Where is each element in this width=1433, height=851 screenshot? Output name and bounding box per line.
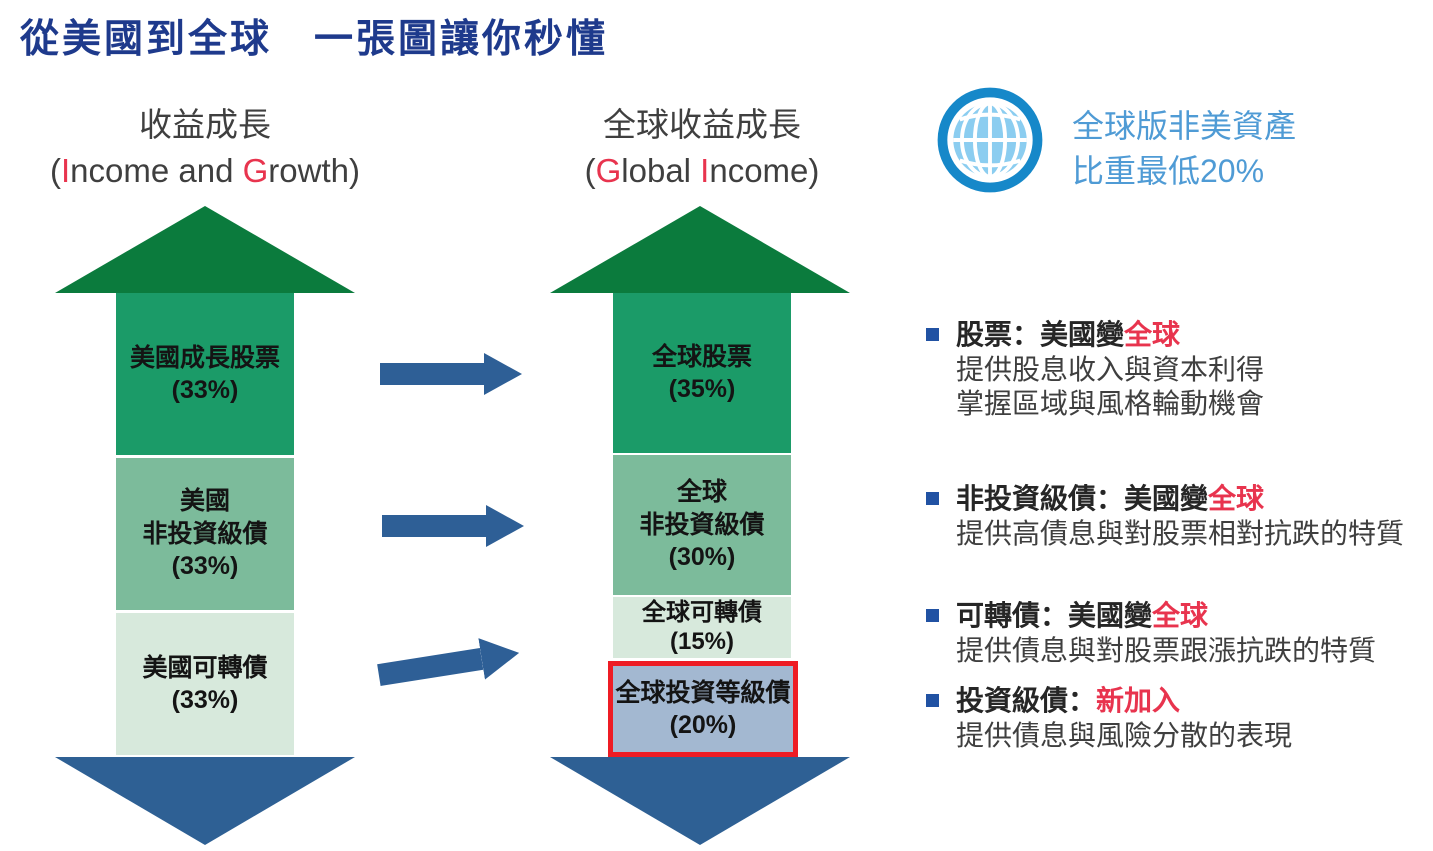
note-desc: 掌握區域與風格輪動機會 [956,388,1265,420]
right-segment-global-convertibles: 全球可轉債 (15%) [613,597,791,658]
note-title: 投資級債：新加入 [956,685,1181,716]
left-segment-us-growth-stocks: 美國成長股票 (33%) [116,293,294,455]
note-title: 非投資級債：美國變全球 [956,483,1265,514]
right-column-title: 全球收益成長 [603,106,801,143]
right-segment-global-stocks: 全球股票 (35%) [613,293,791,453]
bullet-square-icon [926,328,939,341]
right-column-header: 全球收益成長 (Global Income) [492,102,912,193]
note-desc: 提供債息與對股票跟漲抗跌的特質 [956,634,1377,666]
bullet-square-icon [926,694,939,707]
left-up-arrow [55,206,355,293]
arrow-head-icon [484,353,522,395]
note-desc: 提供股息收入與資本利得 [956,353,1265,385]
transition-arrow-convertibles [376,632,523,696]
left-segment-us-convertibles: 美國可轉債 (33%) [116,613,294,755]
bullet-square-icon [926,609,939,622]
right-down-arrow [550,757,850,845]
right-segment-global-high-yield: 全球 非投資級債 (30%) [613,455,791,595]
global-asset-note-line2: 比重最低20% [1072,153,1265,190]
note-investment-grade: 投資級債：新加入 提供債息與風險分散的表現 [926,684,1431,753]
left-column-title: 收益成長 [139,106,271,143]
note-title: 可轉債：美國變全球 [956,600,1209,631]
globe-icon [936,86,1044,194]
transition-arrow-stocks [380,353,522,395]
global-asset-note-line1: 全球版非美資產 [1072,108,1297,144]
note-stocks: 股票：美國變全球 提供股息收入與資本利得 掌握區域與風格輪動機會 [926,318,1431,422]
note-title: 股票：美國變全球 [956,319,1181,350]
left-column-header: 收益成長 (Income and Growth) [0,102,415,193]
left-column-subtitle: (Income and Growth) [50,151,360,189]
transition-arrow-high-yield [382,505,524,547]
arrow-head-icon [486,505,524,547]
left-down-arrow [55,757,355,845]
arrow-head-icon [478,632,522,679]
right-segment-global-investment-grade-highlighted: 全球投資等級債 (20%) [608,661,798,757]
note-convertibles: 可轉債：美國變全球 提供債息與對股票跟漲抗跌的特質 [926,599,1431,668]
right-column-subtitle: (Global Income) [584,151,820,189]
note-high-yield: 非投資級債：美國變全球 提供高債息與對股票相對抗跌的特質 [926,482,1431,551]
bullet-square-icon [926,492,939,505]
page-title: 從美國到全球 一張圖讓你秒懂 [20,18,609,61]
right-up-arrow [550,206,850,293]
note-desc: 提供高債息與對股票相對抗跌的特質 [956,517,1405,549]
global-asset-note: 全球版非美資產 比重最低20% [1072,104,1296,195]
left-segment-us-high-yield: 美國 非投資級債 (33%) [116,458,294,610]
note-desc: 提供債息與風險分散的表現 [956,719,1293,751]
